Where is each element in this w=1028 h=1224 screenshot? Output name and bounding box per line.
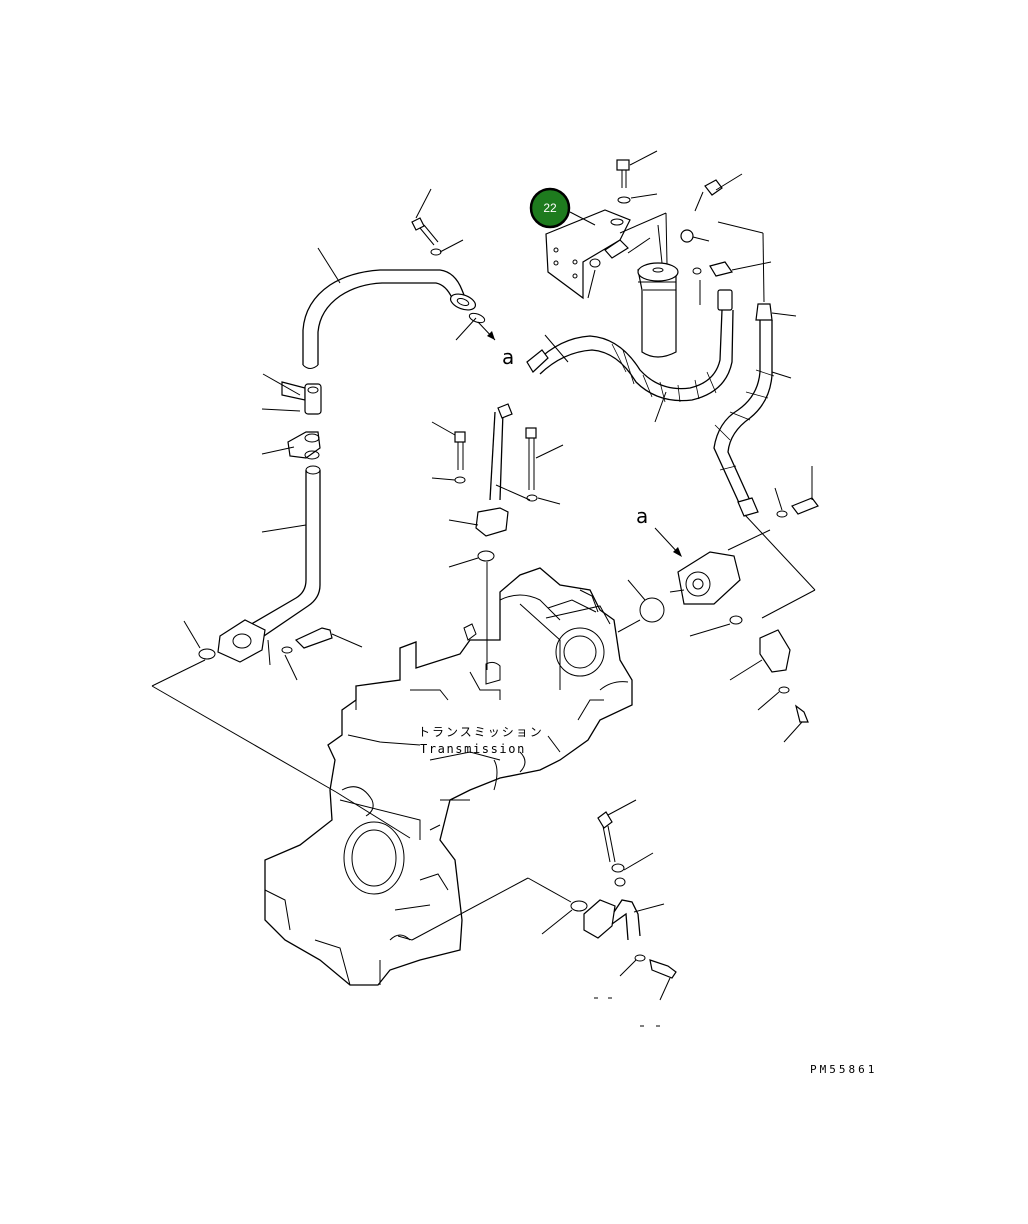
leader-lines xyxy=(151,659,411,839)
lower-drain-assembly xyxy=(397,799,677,1027)
transmission-label-en: Transmission xyxy=(420,742,526,756)
filter-bracket xyxy=(545,209,631,300)
right-hose xyxy=(713,303,819,518)
callout-circle xyxy=(529,187,571,229)
left-clamp-assembly xyxy=(261,373,322,460)
transmission-label: トランスミッション Transmission xyxy=(418,725,544,756)
detail-label-a-upper: a xyxy=(502,345,514,369)
upper-left-pipe xyxy=(302,188,486,369)
center-hose xyxy=(526,289,734,423)
lower-left-pipe xyxy=(183,465,363,681)
detail-arrow-upper: a xyxy=(477,321,514,369)
filter-canister xyxy=(616,150,772,358)
transmission-label-jp: トランスミッション xyxy=(418,725,544,739)
pump-assembly: a xyxy=(617,504,816,743)
drawing-number: PM55861 xyxy=(810,1063,877,1076)
center-bolt-assembly xyxy=(431,403,564,670)
callout-badge: 22 xyxy=(529,187,571,229)
callout-number: 22 xyxy=(543,201,557,215)
detail-label-a-lower: a xyxy=(636,504,648,528)
transmission-housing xyxy=(264,567,633,986)
